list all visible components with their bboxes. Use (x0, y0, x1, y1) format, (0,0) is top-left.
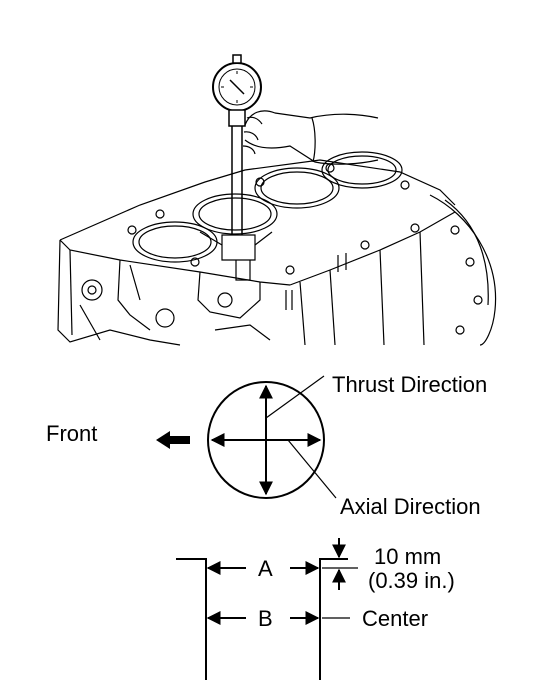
position-b-label: B (258, 606, 273, 631)
cylinder-wall-left (176, 558, 207, 680)
axial-direction-label: Axial Direction (340, 494, 481, 519)
cylinder-wall-right (319, 558, 348, 680)
dial-bore-gauge-icon (199, 54, 273, 281)
front-label: Front (46, 421, 97, 446)
cylinder-bores (132, 151, 403, 263)
engine-illustration (57, 54, 497, 346)
cylinder-block-icon (57, 159, 497, 346)
front-arrow-icon (156, 431, 190, 449)
bore-circle (207, 381, 325, 499)
center-label: Center (362, 606, 428, 631)
thrust-leader-line (265, 375, 325, 419)
direction-diagram: Thrust Direction Axial Direction Front (46, 372, 487, 519)
position-diagram: A B Center 10 mm (0.39 in.) (176, 538, 455, 680)
offset-in-label: (0.39 in.) (368, 568, 455, 593)
hand-icon (242, 110, 379, 165)
axial-leader-line (287, 439, 337, 499)
thrust-direction-label: Thrust Direction (332, 372, 487, 397)
offset-mm-label: 10 mm (374, 544, 441, 569)
position-a-label: A (258, 556, 273, 581)
